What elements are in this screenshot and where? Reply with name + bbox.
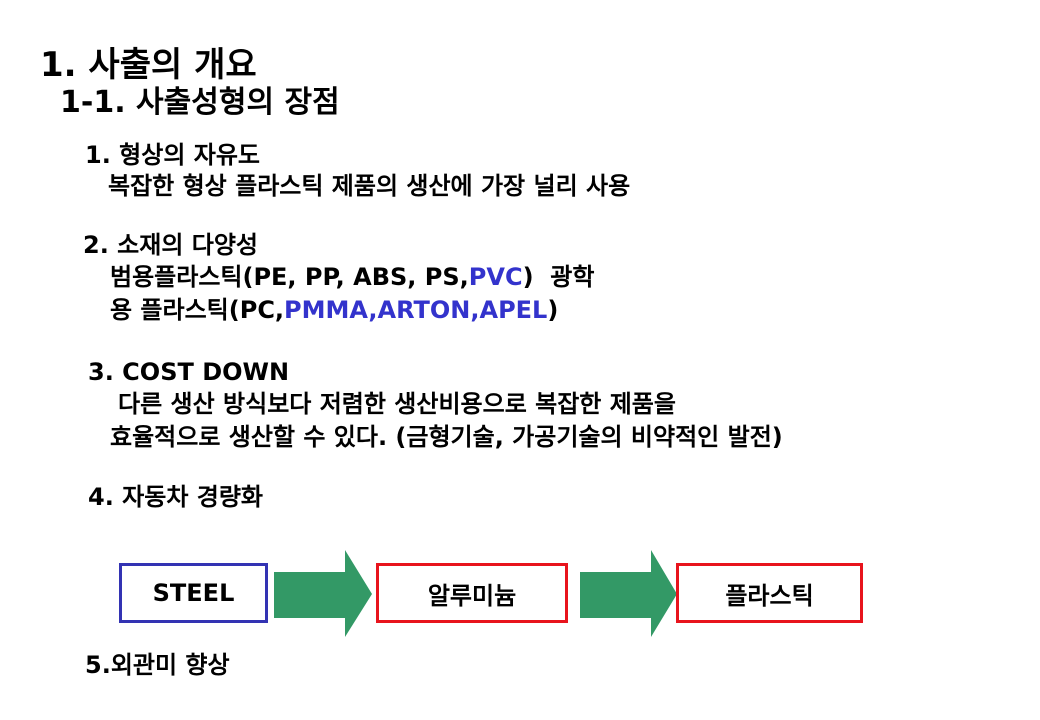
section-heading-shape-freedom: 1. 형상의 자유도 [85,141,261,169]
diagram-box-label: 플라스틱 [725,581,814,610]
section-line: 효율적으로 생산할 수 있다. (금형기술, 가공기술의 비약적인 발전) [110,423,783,451]
highlighted-text: PMMA,ARTON,APEL [284,296,548,324]
highlighted-text: PVC [468,263,523,291]
arrow-shape [274,550,372,637]
section-line: 복잡한 형상 플라스틱 제품의 생산에 가장 널리 사용 [108,172,631,200]
section-heading-material-variety: 2. 소재의 다양성 [83,231,259,259]
text-segment: ) [547,296,559,324]
slide-subtitle: 1-1. 사출성형의 장점 [60,85,340,120]
diagram-box-aluminum: 알루미늄 [376,563,568,623]
section-heading-cost-down: 3. COST DOWN [88,358,290,386]
slide-title: 1. 사출의 개요 [40,45,257,85]
section-line: 다른 생산 방식보다 저렴한 생산비용으로 복잡한 제품을 [118,390,676,418]
diagram-box-label: 알루미늄 [427,581,517,610]
section-heading-lightweight: 4. 자동차 경량화 [88,483,264,511]
arrow-shape [580,550,677,637]
section-heading-appearance: 5.외관미 향상 [85,651,230,679]
right-arrow-icon [274,550,372,637]
section-line: 용 플라스틱(PC,PMMA,ARTON,APEL) [110,296,558,325]
diagram-box-plastic: 플라스틱 [676,563,863,623]
right-arrow-icon [580,550,677,637]
text-segment: 용 플라스틱(PC, [110,296,285,324]
text-segment: 범용플라스틱(PE, PP, ABS, PS, [110,263,469,291]
text-segment: ) 광학 [522,263,595,291]
diagram-box-label: STEEL [152,579,235,607]
diagram-box-steel: STEEL [119,563,268,623]
section-line: 범용플라스틱(PE, PP, ABS, PS,PVC) 광학 [110,263,594,292]
